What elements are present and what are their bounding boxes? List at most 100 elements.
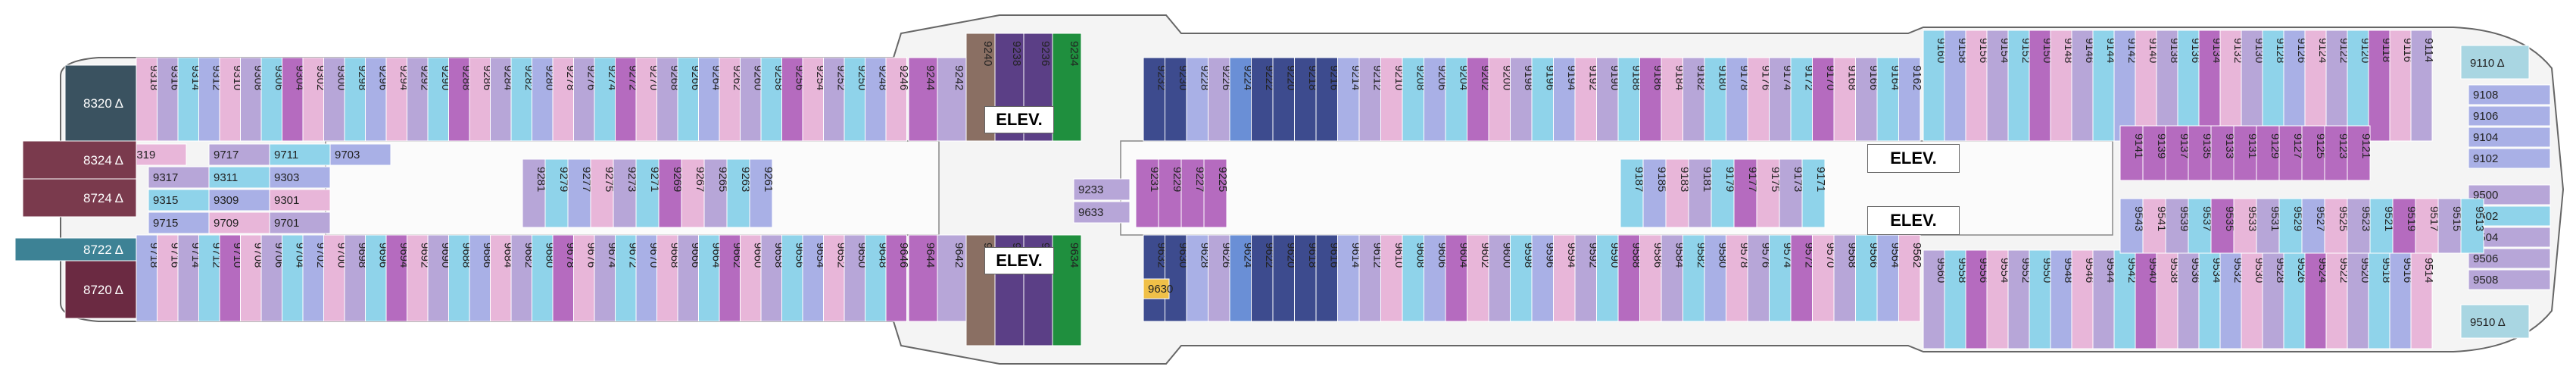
cabin-9318[interactable]: [136, 57, 157, 142]
cabin-9606[interactable]: [1424, 234, 1446, 322]
cabin-9717[interactable]: [208, 143, 270, 166]
cabin-9542[interactable]: [2113, 249, 2136, 349]
cabin-9114[interactable]: [2410, 30, 2433, 142]
cabin-9556[interactable]: [1965, 249, 1988, 349]
cabin-9175[interactable]: [1756, 158, 1780, 228]
cabin-9123[interactable]: [2324, 125, 2348, 181]
cabin-9616[interactable]: [1315, 234, 1338, 322]
cabin-9300[interactable]: [323, 57, 345, 142]
cabin-9202[interactable]: [1467, 57, 1489, 142]
cabin-9294[interactable]: [385, 57, 407, 142]
cabin-9250[interactable]: [844, 57, 865, 142]
cabin-9133[interactable]: [2210, 125, 2235, 181]
cabin-9261[interactable]: [749, 158, 773, 228]
cabin-9700[interactable]: [323, 234, 345, 322]
cabin-9588[interactable]: [1617, 234, 1640, 322]
cabin-9267[interactable]: [681, 158, 705, 228]
cabin-9572[interactable]: [1790, 234, 1813, 322]
cabin-9543[interactable]: [2119, 198, 2144, 254]
cabin-9596[interactable]: [1531, 234, 1554, 322]
cabin-9134[interactable]: [2198, 30, 2221, 142]
cabin-9282[interactable]: [510, 57, 532, 142]
cabin-9231[interactable]: [1135, 158, 1159, 228]
cabin-9312[interactable]: [198, 57, 220, 142]
cabin-9622[interactable]: [1251, 234, 1274, 322]
cabin-9578[interactable]: [1726, 234, 1748, 322]
cabin-9527[interactable]: [2301, 198, 2325, 254]
cabin-9648[interactable]: [865, 234, 887, 322]
cabin-9539[interactable]: [2165, 198, 2189, 254]
suite-9510[interactable]: [2460, 304, 2530, 339]
cabin-9672[interactable]: [615, 234, 637, 322]
cabin-9317[interactable]: [148, 166, 210, 189]
cabin-9148[interactable]: [2050, 30, 2072, 142]
cabin-9127[interactable]: [2278, 125, 2303, 181]
cabin-9310[interactable]: [219, 57, 241, 142]
cabin-9274[interactable]: [594, 57, 616, 142]
cabin-9656[interactable]: [781, 234, 803, 322]
cabin-9244[interactable]: [908, 57, 938, 142]
cabin-9704[interactable]: [282, 234, 304, 322]
cabin-9566[interactable]: [1855, 234, 1878, 322]
cabin-9125[interactable]: [2301, 125, 2325, 181]
cabin-9233[interactable]: [1073, 178, 1131, 201]
cabin-9118[interactable]: [2368, 30, 2390, 142]
cabin-9246[interactable]: [885, 57, 907, 142]
cabin-9660[interactable]: [740, 234, 762, 322]
cabin-9560[interactable]: [1923, 249, 1945, 349]
cabin-9280[interactable]: [532, 57, 554, 142]
cabin-9662[interactable]: [719, 234, 741, 322]
cabin-9104[interactable]: [2468, 127, 2551, 148]
cabin-9108[interactable]: [2468, 84, 2551, 105]
suite-8724[interactable]: [22, 178, 137, 218]
cabin-9298[interactable]: [344, 57, 366, 142]
cabin-9664[interactable]: [698, 234, 720, 322]
cabin-9303[interactable]: [269, 166, 331, 189]
cabin-9230[interactable]: [1165, 57, 1187, 142]
cabin-9309[interactable]: [208, 189, 270, 211]
cabin-9183[interactable]: [1665, 158, 1689, 228]
cabin-9304[interactable]: [282, 57, 304, 142]
cabin-9576[interactable]: [1747, 234, 1770, 322]
cabin-9535[interactable]: [2210, 198, 2235, 254]
cabin-9269[interactable]: [658, 158, 682, 228]
cabin-9709[interactable]: [208, 211, 270, 234]
cabin-9178[interactable]: [1726, 57, 1748, 142]
cabin-9701[interactable]: [269, 211, 331, 234]
cabin-9688[interactable]: [448, 234, 470, 322]
cabin-9276[interactable]: [573, 57, 595, 142]
cabin-9568[interactable]: [1833, 234, 1856, 322]
cabin-9598[interactable]: [1510, 234, 1533, 322]
cabin-9200[interactable]: [1488, 57, 1511, 142]
suite-9110[interactable]: [2460, 45, 2530, 80]
cabin-9522[interactable]: [2325, 249, 2348, 349]
cabin-9308[interactable]: [240, 57, 262, 142]
cabin-9181[interactable]: [1688, 158, 1712, 228]
cabin-9520[interactable]: [2347, 249, 2369, 349]
cabin-9166[interactable]: [1855, 57, 1878, 142]
cabin-9290[interactable]: [427, 57, 449, 142]
cabin-9311[interactable]: [208, 166, 270, 189]
cabin-9162[interactable]: [1898, 57, 1921, 142]
cabin-9706[interactable]: [260, 234, 282, 322]
cabin-9212[interactable]: [1358, 57, 1381, 142]
cabin-9176[interactable]: [1747, 57, 1770, 142]
suite-8720[interactable]: [64, 260, 137, 319]
cabin-9301[interactable]: [269, 189, 331, 211]
cabin-9540[interactable]: [2135, 249, 2157, 349]
cabin-9179[interactable]: [1711, 158, 1735, 228]
cabin-9273[interactable]: [613, 158, 637, 228]
cabin-9227[interactable]: [1180, 158, 1205, 228]
cabin-9513[interactable]: [2460, 198, 2484, 254]
cabin-9652[interactable]: [823, 234, 845, 322]
cabin-9142[interactable]: [2113, 30, 2136, 142]
cabin-9140[interactable]: [2135, 30, 2157, 142]
cabin-9628[interactable]: [1186, 234, 1208, 322]
cabin-9266[interactable]: [677, 57, 699, 142]
cabin-9187[interactable]: [1620, 158, 1644, 228]
cabin-9277[interactable]: [567, 158, 591, 228]
cabin-9208[interactable]: [1402, 57, 1424, 142]
cabin-9698[interactable]: [344, 234, 366, 322]
suite-8320[interactable]: [64, 64, 137, 142]
cabin-9574[interactable]: [1769, 234, 1792, 322]
